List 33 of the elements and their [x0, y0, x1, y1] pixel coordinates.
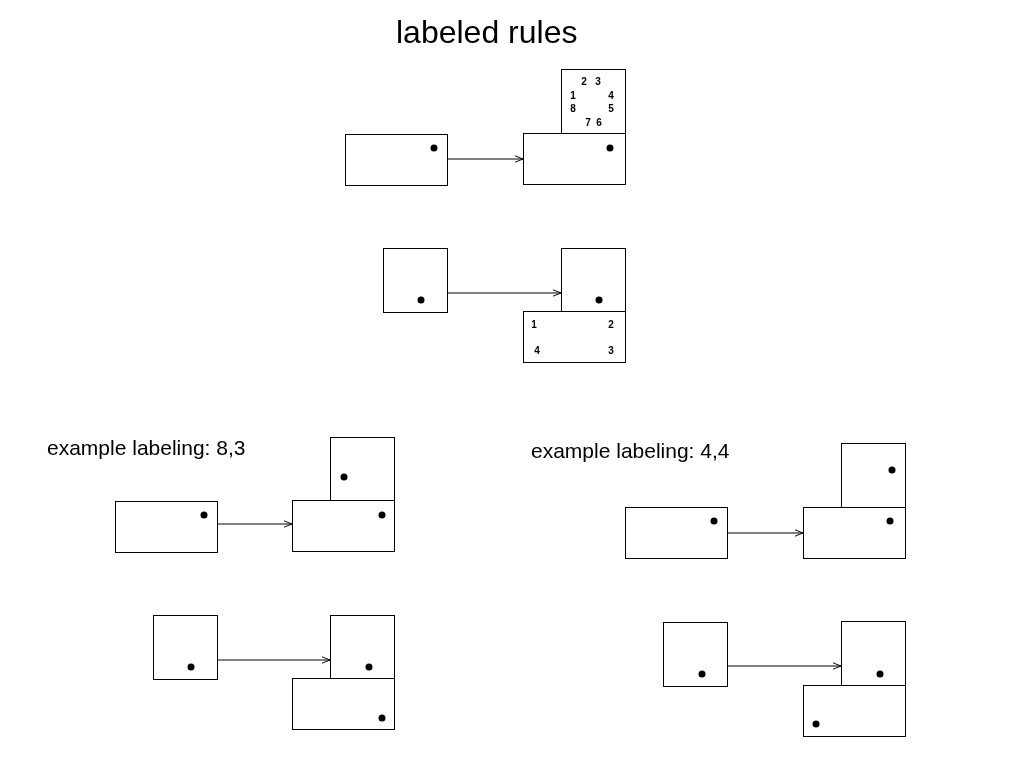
position-number: 7: [585, 118, 591, 128]
rectangle-box: [330, 615, 395, 679]
rectangle-box: [523, 133, 626, 185]
rectangle-box: [663, 622, 728, 687]
position-number: 1: [531, 320, 537, 330]
rectangle-box: [803, 507, 906, 559]
title: labeled rules: [396, 14, 578, 51]
position-number: 3: [608, 346, 614, 356]
rectangle-box: [292, 678, 395, 730]
labeled-box: [561, 69, 626, 134]
rectangle-box: [841, 443, 906, 508]
rectangle-box: [292, 500, 395, 552]
rectangle-box: [330, 437, 395, 501]
rectangle-box: [841, 621, 906, 686]
rectangle-box: [803, 685, 906, 737]
position-number: 8: [570, 104, 576, 114]
position-number: 4: [534, 346, 540, 356]
rectangle-box: [153, 615, 218, 680]
rectangle-box: [345, 134, 448, 186]
position-number: 3: [595, 77, 601, 87]
position-number: 5: [608, 104, 614, 114]
position-number: 6: [596, 118, 602, 128]
rectangle-box: [383, 248, 448, 313]
labeled-box: [523, 311, 626, 363]
position-number: 1: [570, 91, 576, 101]
rectangle-box: [561, 248, 626, 312]
position-number: 2: [608, 320, 614, 330]
position-number: 2: [581, 77, 587, 87]
example-heading: example labeling: 4,4: [531, 439, 730, 463]
rectangle-box: [115, 501, 218, 553]
example-heading: example labeling: 8,3: [47, 436, 246, 460]
rectangle-box: [625, 507, 728, 559]
position-number: 4: [608, 91, 614, 101]
